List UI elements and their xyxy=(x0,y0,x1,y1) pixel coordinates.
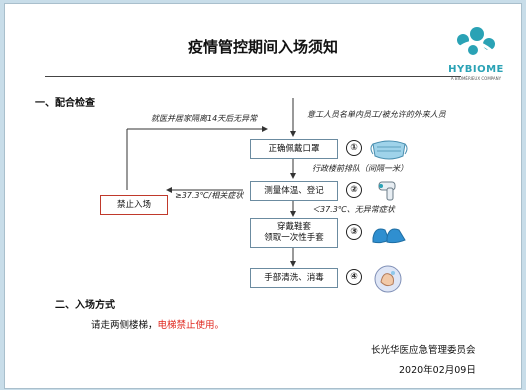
step-3-box: 穿戴鞋套 领取一次性手套 xyxy=(250,218,338,248)
elevator-warning: 电梯禁止使用。 xyxy=(157,320,225,331)
step-2-box: 测量体温、登记 xyxy=(250,181,338,201)
step-1-label: 正确佩戴口罩 xyxy=(268,143,320,154)
stop-entry-box: 禁止入场 xyxy=(100,195,168,215)
face-mask-icon xyxy=(370,140,408,160)
shoe-covers-icon xyxy=(372,228,406,244)
step-3-label: 穿戴鞋套 xyxy=(276,222,311,233)
step-1-box: 正确佩戴口罩 xyxy=(250,139,338,159)
step-3-number: ③ xyxy=(346,224,362,240)
thermometer-gun-icon xyxy=(378,181,396,201)
step-2-label: 测量体温、登记 xyxy=(264,185,324,196)
title-underline xyxy=(45,76,461,77)
company-logo: HYBIOME A BIOMÉRIEUX COMPANY xyxy=(433,26,519,81)
logo-subtitle: A BIOMÉRIEUX COMPANY xyxy=(450,76,502,81)
issue-date: 2020年02月09日 xyxy=(399,365,476,376)
flow-arrows xyxy=(126,98,296,267)
logo-mark-icon xyxy=(453,27,497,56)
step-3-label-2: 领取一次性手套 xyxy=(264,233,324,243)
step-1-number: ① xyxy=(346,140,362,156)
entry-instruction: 请走两侧楼梯，电梯禁止使用。 xyxy=(91,317,224,331)
note-normal: ＜37.3℃、无异常症状 xyxy=(312,205,395,214)
step-4-box: 手部清洗、消毒 xyxy=(250,268,338,288)
step-2-number: ② xyxy=(346,182,362,198)
notice-page: 疫情管控期间入场须知 HYBIOME A BIOMÉRIEUX COMPANY … xyxy=(4,3,522,389)
signature: 长光华医应急管理委员会 xyxy=(371,345,476,356)
note-allowed-persons: 意工人员名单内员工/被允许的外来人员 xyxy=(307,110,446,119)
entry-instruction-text: 请走两侧楼梯， xyxy=(91,320,158,331)
section-check-title: 一、配合检查 xyxy=(35,98,95,109)
hand-wash-icon xyxy=(374,265,402,293)
step-4-number: ④ xyxy=(346,269,362,285)
note-fever: ≥37.3℃/相关症状 xyxy=(175,191,244,200)
stop-entry-label: 禁止入场 xyxy=(116,199,151,210)
note-queue: 行政楼前排队（间隔一米） xyxy=(312,164,408,173)
step-4-label: 手部清洗、消毒 xyxy=(264,272,324,283)
section-entry-title: 二、入场方式 xyxy=(55,300,115,311)
note-recovered: 就医并居家隔离14天后无异常 xyxy=(151,114,258,123)
page-title: 疫情管控期间入场须知 xyxy=(187,38,338,56)
logo-name: HYBIOME xyxy=(448,64,504,75)
